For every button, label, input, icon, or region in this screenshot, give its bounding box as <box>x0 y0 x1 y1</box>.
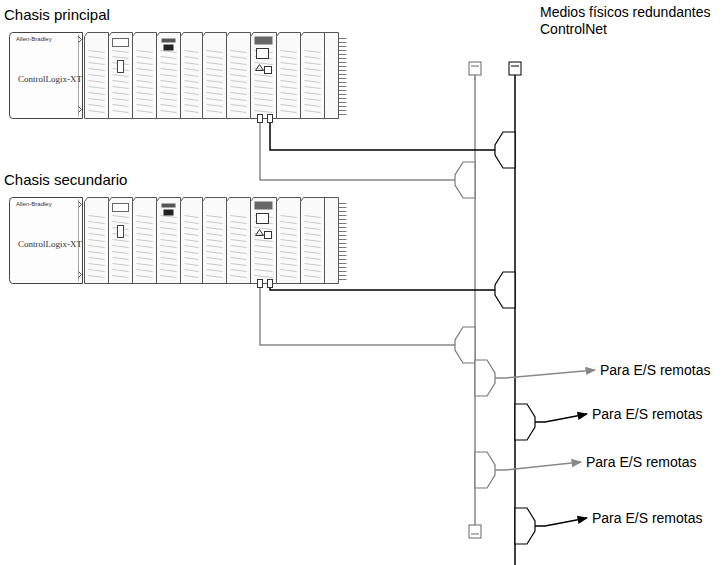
drop-cable-b <box>270 122 497 150</box>
brand-text: Allen-Bradley <box>16 201 52 208</box>
remote-io-arrow <box>495 370 595 378</box>
chassis-label: Chasis principal <box>4 6 110 23</box>
tap <box>475 452 495 488</box>
tap <box>495 132 515 168</box>
chassis-label: Chasis secundario <box>4 171 127 188</box>
tap <box>515 404 535 440</box>
tap <box>455 327 475 363</box>
tap <box>475 360 495 396</box>
network-label: Medios físicos redundantes ControlNet <box>540 4 715 38</box>
destination-label: Para E/S remotas <box>600 362 711 379</box>
remote-io-arrow <box>495 462 581 470</box>
destination-label: Para E/S remotas <box>592 510 703 527</box>
brand-text: Allen-Bradley <box>16 36 52 43</box>
terminator <box>469 525 481 538</box>
destination-label: Para E/S remotas <box>586 454 697 471</box>
terminator <box>509 62 521 75</box>
chassis: Chasis secundarioAllen-BradleyControlLog… <box>4 171 353 293</box>
destination-label: Para E/S remotas <box>592 406 703 423</box>
terminator <box>469 62 481 80</box>
remote-io-arrow <box>535 414 587 422</box>
drop-cable-b <box>270 287 497 290</box>
drop-cable-a <box>260 287 455 345</box>
product-logo: ControlLogix-XT <box>18 239 82 249</box>
chassis: Chasis principalAllen-BradleyControlLogi… <box>4 6 353 128</box>
product-logo: ControlLogix-XT <box>18 74 82 84</box>
drop-cable-a <box>260 122 455 180</box>
tap <box>495 272 515 308</box>
tap <box>455 162 475 198</box>
remote-io-arrow <box>535 518 587 526</box>
tap <box>515 508 535 544</box>
